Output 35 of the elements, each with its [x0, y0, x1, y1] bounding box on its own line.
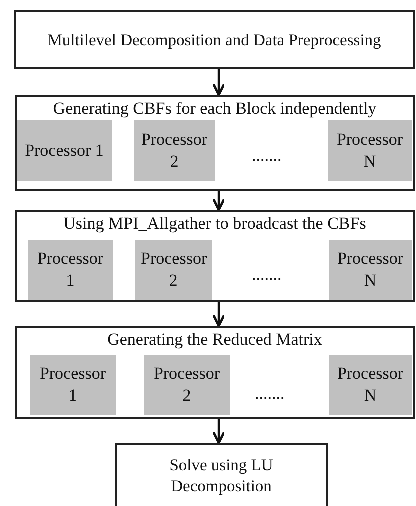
step-label: Multilevel Decomposition and Data Preprocessing [46, 28, 382, 50]
processor-label: Processor N [336, 128, 404, 172]
processor-label: Processor 2 [140, 248, 208, 292]
processor-label: Processor 1 [24, 139, 105, 162]
arrow [212, 419, 226, 444]
stage-heading: Using MPI_Allgather to broadcast the CBFs [62, 214, 368, 234]
stage-panel [15, 95, 415, 191]
processor-box [28, 240, 113, 300]
step-label: Solve using LU Decomposition [168, 454, 274, 498]
stage-heading: Generating CBFs for each Block independently [52, 99, 378, 119]
processor-box [329, 240, 412, 300]
ellipsis-dots: ....... [252, 265, 282, 285]
ellipsis-dots: ....... [255, 384, 285, 404]
processor-label: Processor 1 [36, 248, 105, 292]
stage-heading: Generating the Reduced Matrix [106, 330, 324, 350]
processor-label: Processor N [336, 362, 405, 407]
processor-box [328, 120, 412, 181]
processor-box [329, 355, 412, 415]
processor-box [144, 355, 230, 415]
processor-box [17, 120, 112, 181]
processor-label: Processor N [336, 248, 405, 292]
processor-box [135, 240, 212, 300]
process-box [14, 10, 415, 69]
processor-label: Processor 2 [140, 128, 209, 172]
process-box [115, 443, 328, 506]
processor-label: Processor 2 [152, 362, 222, 407]
processor-label: Processor 1 [38, 362, 108, 407]
processor-box [30, 355, 116, 415]
arrow [212, 191, 226, 212]
ellipsis-dots: ....... [252, 146, 282, 166]
arrow [212, 302, 226, 328]
processor-box [134, 120, 215, 181]
arrow [212, 69, 226, 96]
stage-panel [15, 210, 415, 302]
stage-panel [15, 326, 415, 419]
